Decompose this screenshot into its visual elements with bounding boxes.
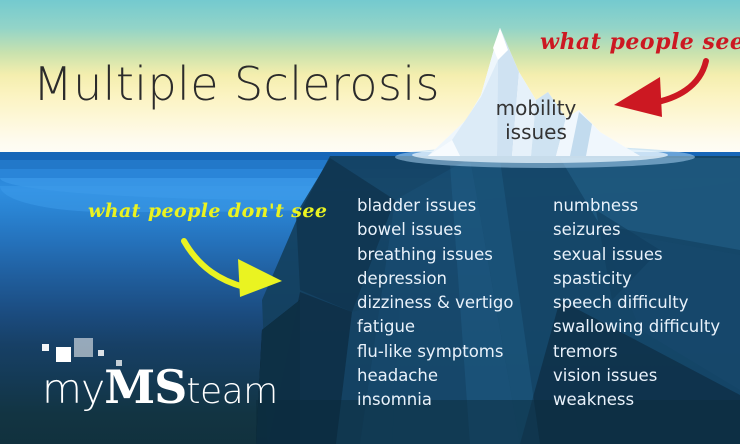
list-item: numbness [553, 196, 639, 215]
list-item: vision issues [553, 366, 658, 386]
list-item: spasticity [553, 268, 632, 288]
sky-background [0, 0, 740, 156]
logo-wordmark: myMSteam [42, 360, 278, 414]
list-item: seizures [553, 220, 621, 240]
logo-text-ms: MS [104, 360, 187, 414]
annotation-what-people-see: what people see [540, 29, 740, 55]
visible-symptom-line-1: mobility [495, 96, 577, 120]
list-item: depression [357, 268, 448, 288]
logo-text-team: team [186, 371, 278, 412]
logo-square-large [74, 338, 93, 357]
list-item: swallowing difficulty [553, 317, 721, 337]
list-item: flu-like symptoms [357, 341, 504, 361]
logo-text-my: my [42, 365, 105, 413]
list-item: fatigue [357, 317, 416, 337]
page-title: Multiple Sclerosis [33, 57, 440, 111]
list-item: tremors [553, 341, 618, 361]
iceberg-above-water [428, 28, 640, 156]
list-item: bladder issues [357, 196, 477, 215]
list-item: insomnia [357, 390, 432, 410]
list-item: weakness [553, 390, 635, 410]
logo-square-medium [56, 347, 71, 362]
logo[interactable]: myMSteam [42, 338, 292, 414]
list-item: speech difficulty [553, 293, 689, 313]
symptom-list-left: bladder issues bowel issues breathing is… [357, 194, 513, 413]
list-item: bowel issues [357, 220, 463, 240]
visible-symptom-label: mobility issues [470, 96, 602, 144]
logo-square-tiny-right [98, 350, 104, 356]
logo-square-small-left [42, 344, 49, 351]
red-arrow-icon [614, 58, 709, 117]
symptom-list-right: numbness seizures sexual issues spastici… [553, 194, 720, 413]
list-item: sexual issues [553, 244, 663, 264]
annotation-what-people-dont-see: what people don't see [88, 200, 328, 222]
iceberg-underwater [256, 156, 740, 444]
list-item: headache [357, 366, 438, 386]
visible-symptom-line-2: issues [505, 120, 567, 144]
yellow-arrow-icon [181, 238, 282, 297]
list-item: breathing issues [357, 244, 493, 264]
list-item: dizziness & vertigo [357, 293, 514, 313]
logo-square-tiny-low [116, 360, 122, 366]
